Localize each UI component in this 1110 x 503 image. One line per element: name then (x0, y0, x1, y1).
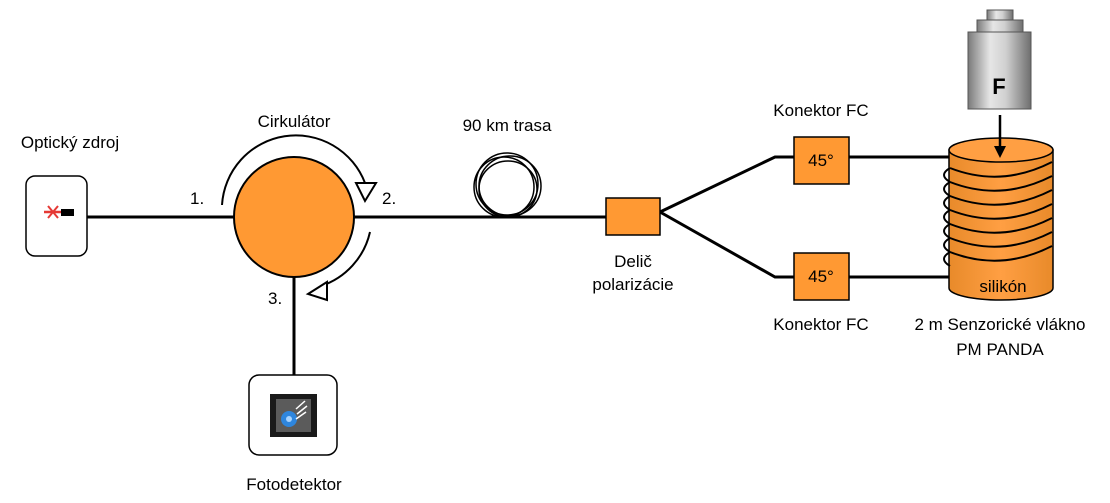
sensor-label-line1: 2 m Senzorické vlákno (914, 315, 1085, 334)
fiber-coil (943, 161, 1053, 267)
circulator-label: Cirkulátor (258, 112, 331, 131)
weight-icon (967, 9, 1032, 110)
trasa-label: 90 km trasa (463, 116, 552, 135)
fiber-lines (87, 155, 955, 375)
circulator-arrow-1-2 (221, 134, 366, 206)
silicone-label: silikón (979, 277, 1026, 296)
port-2-label: 2. (382, 189, 396, 208)
optical-source-label: Optický zdroj (21, 133, 119, 152)
connector-top-box (793, 136, 850, 185)
laser-icon (44, 205, 74, 219)
circulator (221, 134, 378, 302)
weight-label: F (992, 74, 1005, 99)
cylinder-body (948, 149, 1054, 301)
connector-top-label: Konektor FC (773, 101, 868, 120)
sensor-cylinder: silikón (943, 137, 1054, 301)
force-arrow (994, 115, 1006, 158)
splitter-label-line2: polarizácie (592, 275, 673, 294)
photodetector-label: Fotodetektor (246, 475, 342, 494)
connector-bottom-box (793, 252, 850, 301)
optical-source (25, 175, 88, 257)
connector-bottom-angle: 45° (808, 267, 834, 286)
port-3-label: 3. (268, 289, 282, 308)
photodetector-icon (270, 394, 317, 437)
fiber-splitter-to-top-connector (659, 155, 794, 214)
polarization-splitter-box (605, 197, 661, 236)
circulator-arrow-2-3 (320, 231, 371, 287)
sensor-label-line2: PM PANDA (956, 340, 1044, 359)
port-1-label: 1. (190, 189, 204, 208)
circulator-arrowhead-2 (354, 182, 378, 204)
photodetector (248, 374, 338, 456)
connector-bottom-label: Konektor FC (773, 315, 868, 334)
fiber-spool-icon (473, 152, 542, 218)
circulator-body (233, 156, 355, 278)
fiber-splitter-to-bottom-connector (659, 210, 794, 279)
connector-top-angle: 45° (808, 151, 834, 170)
circulator-arrowhead-3 (305, 280, 328, 302)
splitter-label-line1: Delič (614, 252, 652, 271)
